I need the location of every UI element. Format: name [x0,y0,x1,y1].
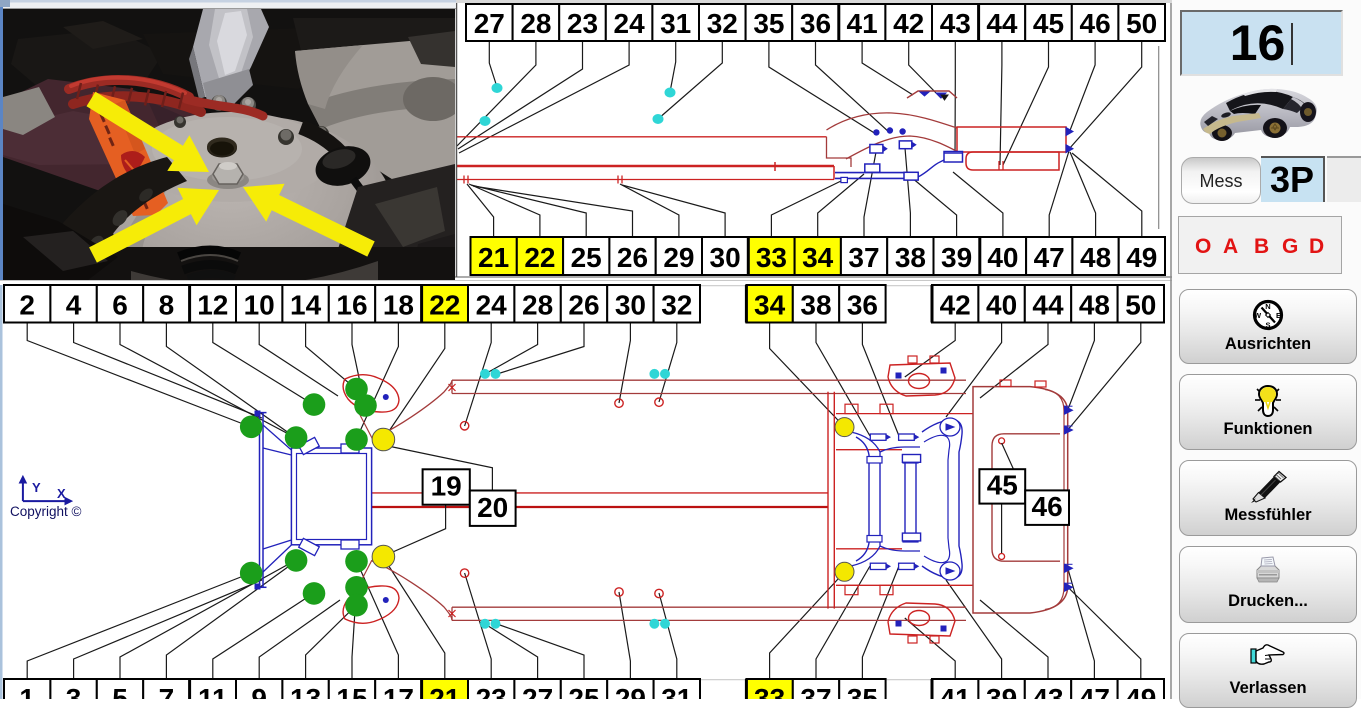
svg-text:48: 48 [1080,242,1111,273]
svg-text:42: 42 [940,290,971,321]
svg-text:N: N [1265,302,1270,311]
svg-text:14: 14 [290,290,322,321]
svg-text:30: 30 [710,242,741,273]
svg-text:19: 19 [431,471,462,502]
svg-text:43: 43 [940,8,971,39]
svg-text:Y: Y [32,480,41,495]
svg-text:49: 49 [1125,683,1156,699]
svg-text:35: 35 [847,683,878,699]
svg-text:20: 20 [477,492,508,523]
svg-text:4: 4 [66,290,82,321]
svg-text:38: 38 [800,290,831,321]
svg-text:28: 28 [522,290,553,321]
svg-text:26: 26 [568,290,599,321]
svg-text:18: 18 [383,290,414,321]
svg-text:21: 21 [429,683,460,699]
svg-text:50: 50 [1125,290,1156,321]
svg-text:47: 47 [1034,242,1065,273]
svg-text:29: 29 [615,683,646,699]
svg-text:43: 43 [1032,683,1063,699]
svg-text:45: 45 [987,470,1018,501]
svg-text:29: 29 [663,242,694,273]
svg-text:21: 21 [478,242,509,273]
svg-text:28: 28 [520,8,551,39]
svg-text:39: 39 [986,683,1017,699]
svg-text:31: 31 [661,683,692,699]
svg-text:41: 41 [847,8,878,39]
svg-text:7: 7 [159,683,175,699]
svg-text:36: 36 [800,8,831,39]
svg-text:1: 1 [19,683,35,699]
svg-text:S: S [1265,321,1270,330]
svg-text:34: 34 [754,290,786,321]
svg-text:46: 46 [1032,491,1063,522]
svg-text:35: 35 [753,8,784,39]
svg-text:5: 5 [112,683,128,699]
svg-text:37: 37 [800,683,831,699]
svg-text:25: 25 [571,242,602,273]
svg-text:44: 44 [1032,290,1064,321]
svg-text:13: 13 [290,683,321,699]
svg-text:48: 48 [1079,290,1110,321]
svg-text:41: 41 [940,683,971,699]
svg-text:38: 38 [895,242,926,273]
svg-text:16: 16 [336,290,367,321]
svg-text:32: 32 [707,8,738,39]
svg-text:42: 42 [893,8,924,39]
svg-text:33: 33 [754,683,785,699]
svg-text:12: 12 [197,290,228,321]
svg-text:22: 22 [524,242,555,273]
svg-text:30: 30 [615,290,646,321]
svg-text:32: 32 [661,290,692,321]
svg-text:49: 49 [1126,242,1157,273]
svg-text:24: 24 [614,8,646,39]
svg-text:3: 3 [66,683,82,699]
svg-text:39: 39 [941,242,972,273]
svg-text:34: 34 [802,242,834,273]
svg-text:23: 23 [567,8,598,39]
svg-text:22: 22 [429,290,460,321]
svg-text:47: 47 [1079,683,1110,699]
svg-text:E: E [1276,311,1281,320]
svg-text:50: 50 [1126,8,1157,39]
svg-text:6: 6 [112,290,128,321]
svg-text:17: 17 [383,683,414,699]
svg-text:26: 26 [617,242,648,273]
svg-text:11: 11 [198,683,228,699]
svg-text:24: 24 [476,290,508,321]
svg-text:2: 2 [19,290,35,321]
svg-text:40: 40 [987,242,1018,273]
svg-text:46: 46 [1080,8,1111,39]
svg-text:8: 8 [159,290,175,321]
svg-text:37: 37 [848,242,879,273]
svg-text:40: 40 [986,290,1017,321]
svg-text:27: 27 [474,8,505,39]
svg-text:27: 27 [522,683,553,699]
svg-text:Copyright ©: Copyright © [10,504,82,519]
svg-text:10: 10 [244,290,275,321]
svg-text:36: 36 [847,290,878,321]
svg-text:45: 45 [1033,8,1064,39]
svg-text:33: 33 [756,242,787,273]
svg-text:44: 44 [986,8,1018,39]
svg-text:W: W [1254,311,1262,320]
svg-text:9: 9 [251,683,267,699]
svg-text:25: 25 [568,683,599,699]
svg-text:X: X [57,486,66,501]
svg-text:15: 15 [336,683,367,699]
svg-text:31: 31 [660,8,691,39]
svg-text:23: 23 [476,683,507,699]
